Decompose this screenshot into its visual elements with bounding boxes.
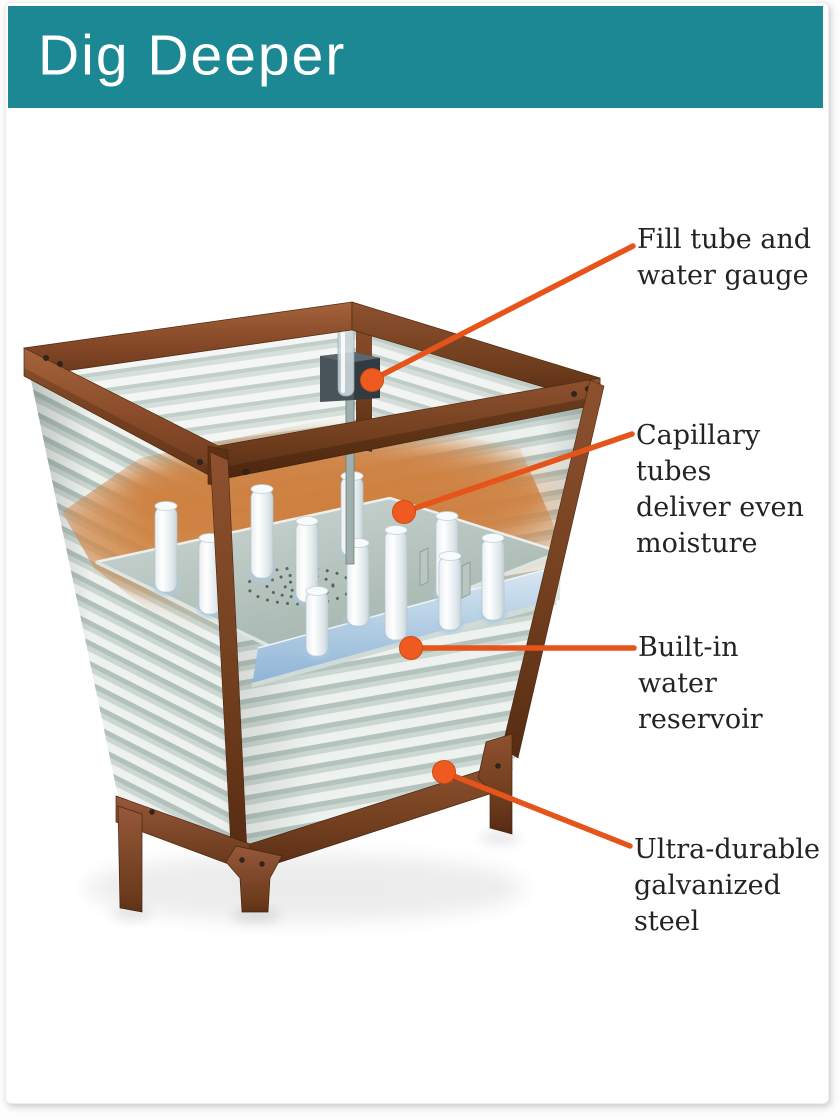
callout-label-water-reservoir: Built-in water reservoir [638, 632, 763, 735]
capillary-tube [246, 484, 278, 584]
callout-label-galvanized-steel: Ultra-durable galvanized steel [634, 834, 820, 937]
wood-edge-trim [209, 379, 605, 853]
header-bar: Dig Deeper [8, 6, 823, 108]
ground-shadow [85, 854, 525, 922]
dot-water-reservoir [399, 636, 423, 660]
capillary-tube [150, 501, 182, 598]
dot-galvanized-steel [432, 760, 456, 784]
leg-shadows [111, 833, 520, 922]
callout-lines [369, 243, 637, 849]
base-screws [149, 763, 501, 867]
callout-label-fill-tube: Fill tube and water gauge [637, 224, 812, 291]
leg-left [117, 805, 143, 913]
dot-capillary-tubes [392, 500, 416, 524]
capillary-tubes [150, 471, 509, 662]
wood-base-frame [115, 733, 513, 913]
capillary-tube [380, 525, 412, 646]
capillary-tube [301, 586, 333, 662]
capillary-tube [434, 551, 466, 636]
leader-fill-tube [369, 243, 636, 383]
callout-label-capillary-tubes: Capillary tubes deliver even moisture [636, 420, 804, 559]
leader-capillary-tubes [401, 431, 635, 515]
callout-dots [360, 368, 456, 784]
leg-right [477, 733, 513, 835]
leader-galvanized-steel [441, 769, 633, 849]
wood-rim [23, 301, 601, 489]
page-title: Dig Deeper [38, 23, 347, 88]
capillary-tube [477, 533, 509, 626]
platform-tabs [419, 547, 471, 599]
fill-tube-assembly [320, 306, 380, 565]
dot-fill-tube [360, 368, 384, 392]
fill-pipe [345, 395, 355, 565]
